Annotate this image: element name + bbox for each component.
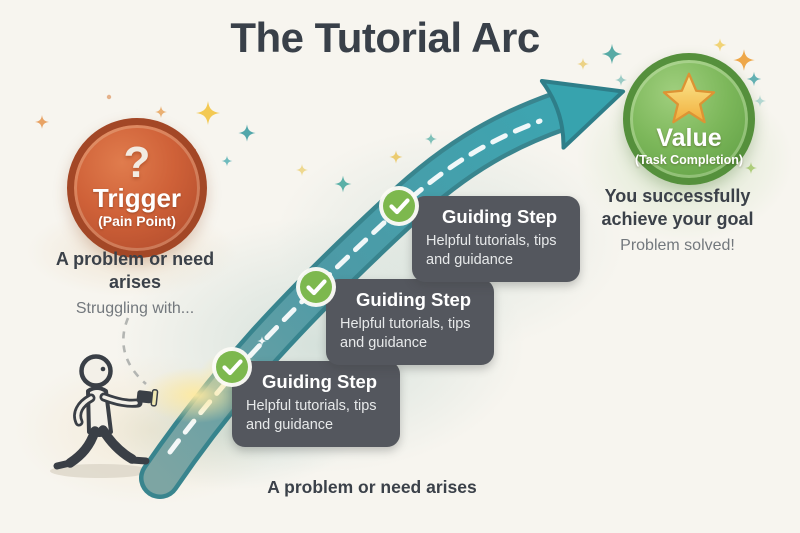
bottom-caption: A problem or need arises xyxy=(222,476,522,499)
stick-figure xyxy=(53,354,159,470)
page-title: The Tutorial Arc xyxy=(0,14,770,62)
guiding-step-card-2: Guiding Step Helpful tutorials, tips and… xyxy=(326,279,494,366)
trigger-sublabel: (Pain Point) xyxy=(98,213,176,230)
trigger-label: Trigger xyxy=(92,183,182,214)
guiding-step-card-1: Guiding Step Helpful tutorials, tips and… xyxy=(232,361,400,448)
value-sublabel: (Task Completion) xyxy=(634,153,744,168)
step-title: Guiding Step xyxy=(262,371,378,392)
step-title: Guiding Step xyxy=(356,289,472,310)
figure-shadow xyxy=(50,464,150,478)
value-copy: You successfully achieve your goal Probl… xyxy=(585,185,770,255)
arrowhead-icon xyxy=(539,79,626,150)
guiding-step-card-3: Guiding Step Helpful tutorials, tips and… xyxy=(412,196,580,283)
trigger-subtext: Struggling with... xyxy=(75,299,195,317)
bottom-caption-text: A problem or need arises xyxy=(267,477,477,497)
value-label: Value xyxy=(656,124,722,153)
step-description: Helpful tutorials, tips and guidance xyxy=(426,233,557,269)
checkmark-icon xyxy=(212,347,252,387)
value-badge: Value (Task Completion) xyxy=(623,53,755,185)
trigger-badge: ? Trigger (Pain Point) xyxy=(67,118,207,258)
figure-eye xyxy=(100,366,106,372)
step-title: Guiding Step xyxy=(442,206,558,227)
title-bold: Tutorial Arc xyxy=(314,14,541,61)
step-description: Helpful tutorials, tips and guidance xyxy=(246,398,377,434)
title-regular: The xyxy=(230,14,304,61)
trigger-heading: A problem or need arises xyxy=(55,249,215,293)
question-mark-icon: ? xyxy=(123,137,151,187)
connector-dashed-line xyxy=(122,317,147,385)
checkmark-icon xyxy=(379,186,419,226)
trigger-copy: A problem or need arises Struggling with… xyxy=(40,248,230,318)
star-icon xyxy=(662,72,716,124)
flashlight-icon xyxy=(136,389,159,407)
step-description: Helpful tutorials, tips and guidance xyxy=(340,316,471,352)
value-subtext: Problem solved! xyxy=(620,236,735,254)
value-heading: You successfully achieve your goal xyxy=(601,186,754,230)
checkmark-icon xyxy=(296,267,336,307)
